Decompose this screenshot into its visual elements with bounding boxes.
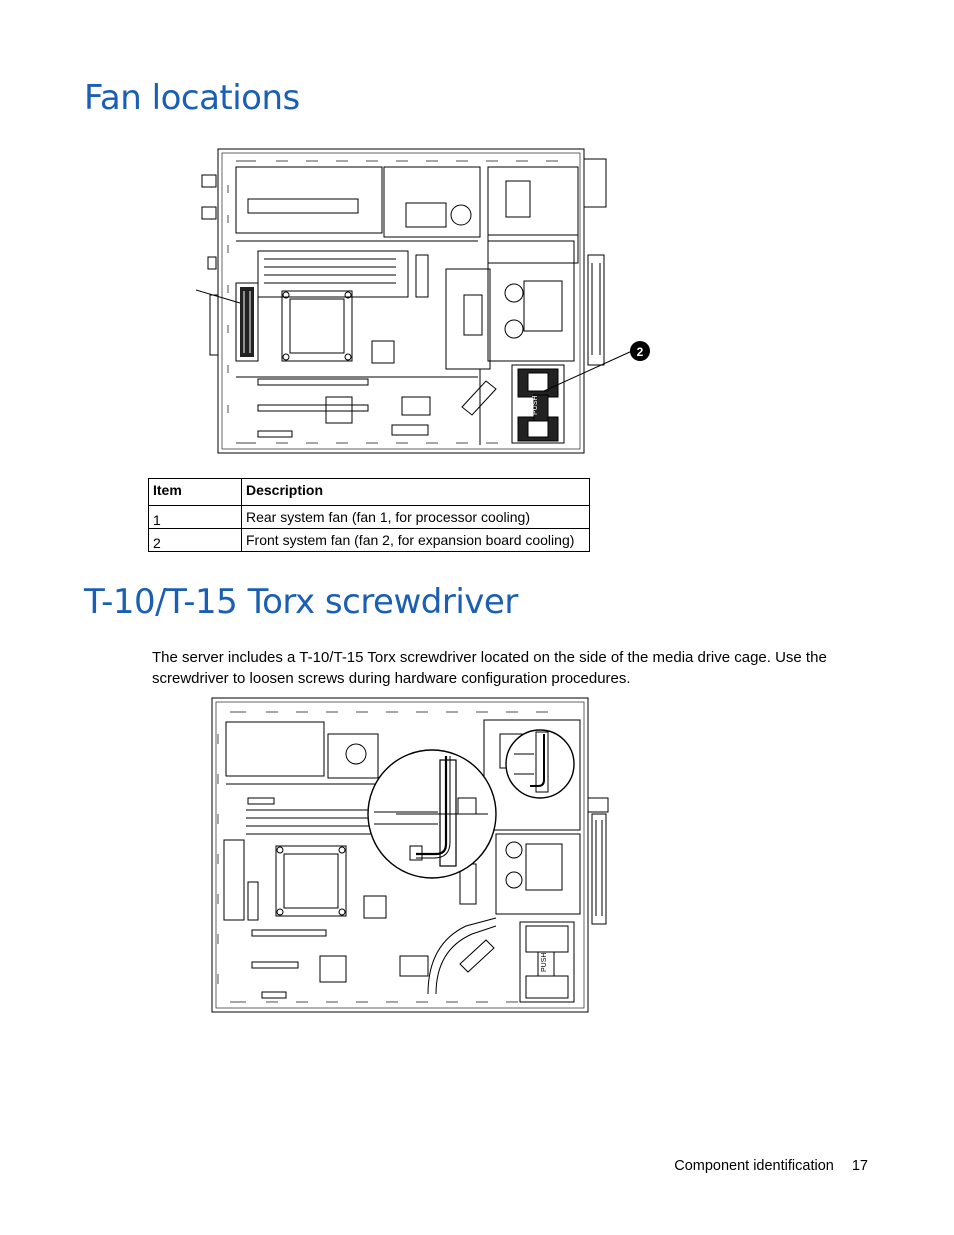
push-label: PUSH xyxy=(532,396,539,415)
header-item: Item xyxy=(148,478,242,506)
table-header-row: Item Description xyxy=(148,478,590,506)
torx-screwdriver-diagram: PUSH xyxy=(211,697,609,1013)
torx-screwdriver-heading: T-10/T-15 Torx screwdriver xyxy=(84,582,518,622)
row-item: 2 xyxy=(148,528,242,552)
callout-2: 2 xyxy=(630,341,650,361)
fan-locations-heading: Fan locations xyxy=(84,78,300,118)
header-description: Description xyxy=(241,478,590,506)
callout-2-label: 2 xyxy=(637,345,644,359)
fan-locations-diagram: PUSH 1 2 xyxy=(196,148,650,454)
fan-items-table: Item Description 1 Rear system fan (fan … xyxy=(148,478,590,552)
push-label: PUSH xyxy=(541,953,548,972)
table-row: 2 Front system fan (fan 2, for expansion… xyxy=(148,528,590,552)
footer-page-number: 17 xyxy=(851,1158,868,1174)
row-item: 1 xyxy=(148,505,242,529)
row-description: Front system fan (fan 2, for expansion b… xyxy=(241,528,590,552)
torx-paragraph: The server includes a T-10/T-15 Torx scr… xyxy=(152,649,827,687)
footer-section: Component identification xyxy=(674,1158,834,1174)
table-row: 1 Rear system fan (fan 1, for processor … xyxy=(148,505,590,529)
page-footer: Component identification 17 xyxy=(674,1158,868,1174)
row-description: Rear system fan (fan 1, for processor co… xyxy=(241,505,590,529)
